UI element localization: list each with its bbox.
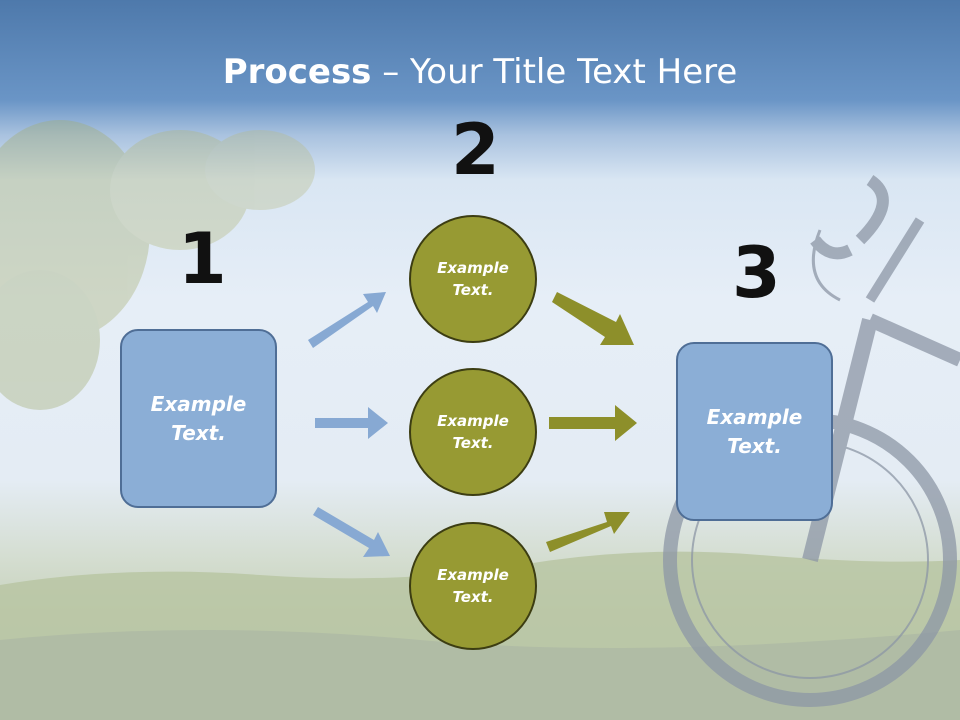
arrow-up-right-olive: [546, 512, 630, 552]
arrow-down-right-blue: [313, 507, 390, 557]
tree-foliage: [0, 120, 315, 410]
arrow-right-blue: [315, 407, 388, 439]
step-number-1: 1: [178, 218, 227, 300]
arrow-down-right-olive: [552, 292, 634, 345]
step-number-3: 3: [732, 232, 781, 314]
slide-title: Process – Your Title Text Here: [0, 52, 960, 92]
step-number-2: 2: [451, 109, 500, 191]
circle-top: Example Text.: [409, 215, 537, 343]
title-rest: – Your Title Text Here: [371, 52, 738, 92]
circle-middle: Example Text.: [409, 368, 537, 496]
arrow-up-right-blue: [308, 292, 386, 348]
step-1-box: Example Text.: [120, 329, 277, 508]
circle-bottom: Example Text.: [409, 522, 537, 650]
step-3-box: Example Text.: [676, 342, 833, 521]
arrow-right-olive: [549, 405, 637, 441]
title-bold: Process: [222, 52, 372, 92]
